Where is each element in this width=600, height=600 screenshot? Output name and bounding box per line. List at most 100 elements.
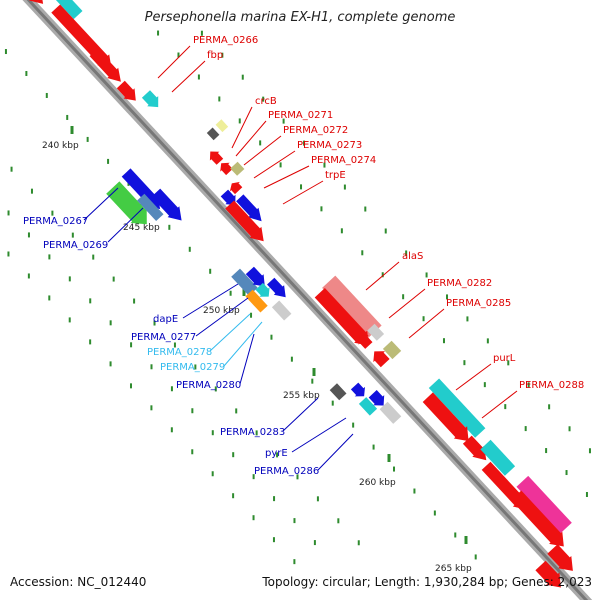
guide-dot [133,298,136,304]
gene-arrow [220,189,236,205]
gene-label: PERMA_0285 [446,298,511,309]
guide-dot [364,206,367,212]
scale-tick [464,536,468,544]
gene-arrow [547,544,573,571]
callout-line [235,120,267,157]
guide-dot [86,136,89,142]
gene-label: PERMA_0280 [176,380,241,391]
gene-label: PERMA_0278 [147,347,212,358]
guide-dot [270,334,273,340]
gene-arrow [368,390,385,406]
guide-dot [259,140,262,146]
guide-dot [568,426,571,432]
callout-line [317,433,354,471]
guide-dot [483,382,486,388]
guide-dot [393,466,396,472]
guide-dot [293,559,296,565]
gene-arrow [29,0,44,4]
guide-dot [157,30,160,36]
callout-line [182,283,239,319]
gene-label: PERMA_0269 [43,240,108,251]
guide-dot [200,30,203,36]
guide-dot [405,250,408,256]
guide-dot [89,339,92,345]
callout-lines [83,45,518,471]
guide-dot [112,276,115,282]
scale-tick-label: 265 kbp [435,564,472,574]
guide-dot [25,71,28,77]
guide-dot [320,206,323,212]
gene-arrow [358,335,373,349]
guide-dot [565,470,568,476]
guide-dot [402,294,405,300]
guide-dot [7,251,10,257]
guide-dot [272,537,275,543]
guide-dot [168,224,171,230]
guide-dot [232,493,235,499]
gene-label: PERMA_0266 [193,35,258,46]
guide-dot [130,342,133,348]
guide-dot [7,210,10,216]
guide-dot [504,404,507,410]
guide-dot [303,140,306,146]
guide-dot [252,515,255,521]
guide-dot [218,96,221,102]
guide-dot [27,232,30,238]
scale-tick-label: 255 kbp [283,391,320,401]
scale-tick-label: 240 kbp [42,141,79,151]
gene-arrow [322,275,382,338]
accession-text: Accession: NC_012440 [10,575,147,589]
gene-arrow [379,401,402,424]
gene-arrow [230,161,245,176]
scale-tick [312,368,316,376]
gene-arrow [121,168,161,210]
callout-line [282,180,324,205]
guide-dot [129,383,132,389]
guide-dot [27,273,30,279]
guide-dot [177,52,180,58]
guide-dot [316,496,319,502]
guide-dot [229,290,232,296]
guide-dot [188,246,191,252]
gene-arrow [137,193,164,221]
guide-dot [51,210,54,216]
gene-arrow [373,351,390,368]
gene-arrow [89,48,121,82]
gene-label: PERMA_0282 [427,278,492,289]
guide-dot [150,364,153,370]
guide-dot [150,405,153,411]
guide-dot [89,298,92,304]
gene-arrow [236,194,262,222]
map-title: Persephonella marina EX-H1, complete gen… [144,10,456,25]
gene-label: PERMA_0273 [297,140,362,151]
gene-arrow [462,435,487,461]
gene-arrow [255,282,270,297]
guide-dot [425,272,428,278]
scale-tick [242,288,246,296]
guide-dot [45,92,48,98]
guide-dot [548,404,551,410]
callout-line [291,417,347,453]
gene-label: fbp [207,50,223,61]
gene-arrow [229,181,243,195]
guide-dot [585,492,588,498]
guide-dot [545,448,548,454]
gene-label: PERMA_0283 [220,427,285,438]
guide-dot [311,378,314,384]
guide-dot [588,448,591,454]
guide-dot [466,316,469,322]
tick-dots [4,30,591,565]
guide-dot [214,386,217,392]
guide-dot [372,444,375,450]
gene-arrow [116,80,136,101]
guide-dot [527,382,530,388]
gene-arrow [511,490,564,547]
guide-dot [262,96,265,102]
gene-arrow [428,378,486,438]
guide-dot [422,316,425,322]
gene-label: PERMA_0286 [254,466,319,477]
scale-tick-label: 250 kbp [203,306,240,316]
guide-dot [442,338,445,344]
gene-label: trpE [325,170,346,181]
